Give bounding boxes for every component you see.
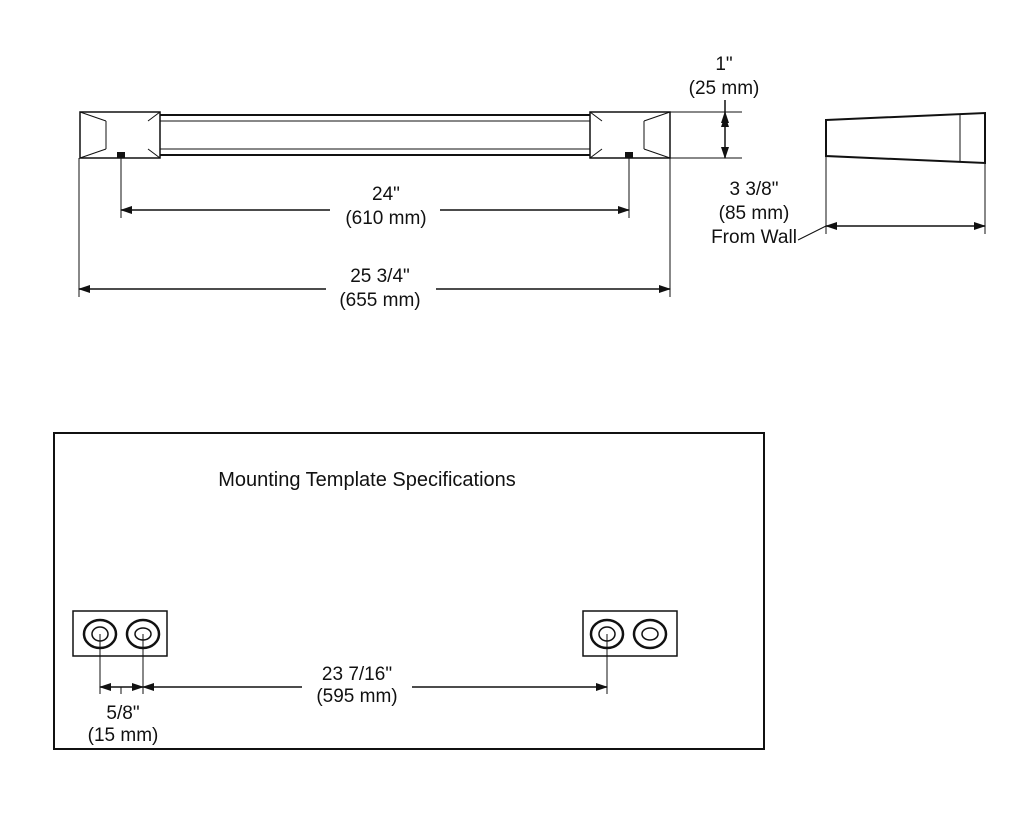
hole-spacing-inches: 5/8"	[106, 703, 139, 724]
projection-dimension: 3 3/8" (85 mm) From Wall	[711, 179, 986, 248]
overall-length-dimension: 25 3/4" (655 mm)	[78, 266, 671, 311]
left-post-bevel	[79, 111, 161, 159]
template-frame	[53, 432, 765, 750]
grab-bar-tube-face	[105, 120, 645, 150]
left-mounting-post	[79, 111, 161, 159]
projection-mm: (85 mm)	[719, 203, 790, 224]
side-profile	[825, 111, 986, 165]
hole-spacing-dimension: 5/8" (15 mm)	[88, 683, 159, 746]
overall-length-inches: 25 3/4"	[350, 266, 410, 287]
template-title: Mounting Template Specifications	[218, 469, 516, 491]
right-plate-hole-2-center	[641, 627, 659, 641]
grab-bar-side-view	[825, 111, 986, 234]
hole-spacing-mm: (15 mm)	[88, 725, 159, 746]
projection-note: From Wall	[711, 227, 797, 248]
center-to-center-inches: 24"	[372, 184, 400, 205]
right-plate-hole-2	[632, 618, 668, 650]
left-post-notch	[117, 152, 125, 158]
center-to-center-mm: (610 mm)	[345, 208, 426, 229]
left-plate-outline	[72, 610, 168, 657]
right-plate-outline	[582, 610, 678, 657]
right-mounting-post	[589, 111, 671, 159]
center-to-center-dimension: 24" (610 mm)	[120, 184, 630, 229]
grab-bar-front-view	[79, 111, 671, 159]
height-mm: (25 mm)	[689, 78, 760, 99]
right-mounting-plate	[582, 610, 678, 657]
left-mounting-plate	[72, 610, 168, 657]
overall-length-mm: (655 mm)	[339, 290, 420, 311]
height-dimension: 1" (25 mm)	[689, 54, 760, 159]
mount-spacing-mm: (595 mm)	[316, 686, 397, 707]
right-post-bevel	[589, 111, 671, 159]
right-post-notch	[625, 152, 633, 158]
mount-spacing-inches: 23 7/16"	[322, 664, 392, 685]
mount-spacing-dimension: 23 7/16" (595 mm)	[142, 664, 608, 707]
mounting-template: Mounting Template Specifications 5/8" (1	[53, 432, 765, 750]
projection-inches: 3 3/8"	[729, 179, 778, 200]
height-inches: 1"	[715, 54, 732, 75]
